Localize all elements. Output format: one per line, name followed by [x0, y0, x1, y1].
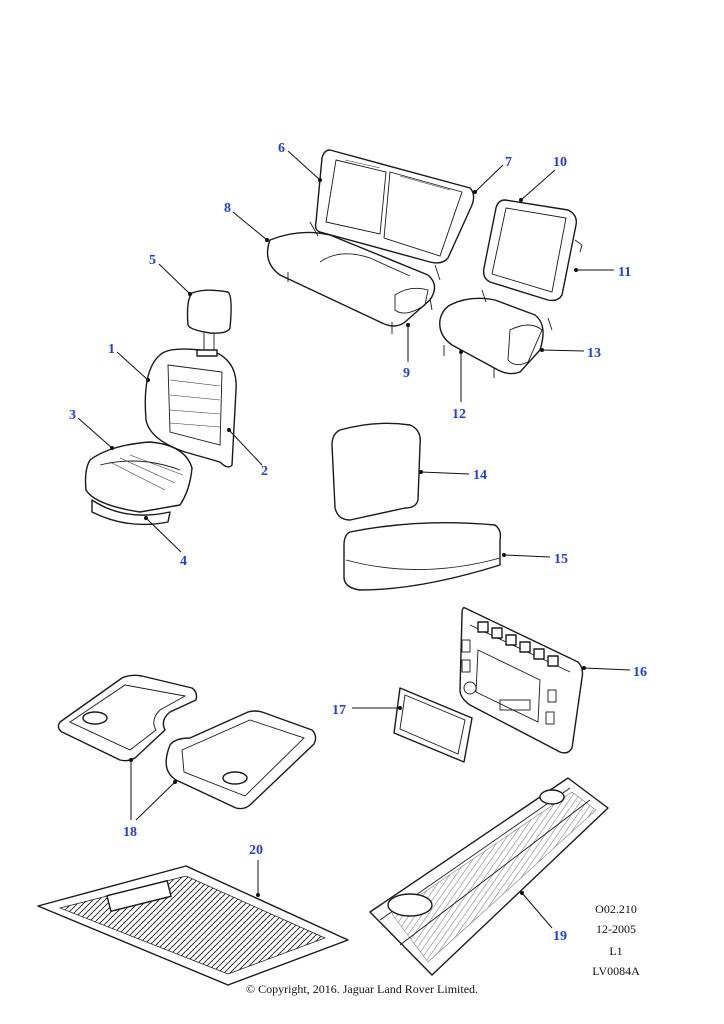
console-surround: [459, 606, 584, 754]
floor-mat-left: [57, 674, 198, 762]
floor-mat-right: [165, 710, 317, 810]
callout-14: 14: [473, 468, 487, 483]
copyright-notice: © Copyright, 2016. Jaguar Land Rover Lim…: [245, 982, 479, 996]
rubber-mat: [37, 865, 349, 986]
squab: [331, 422, 421, 521]
callout-7: 7: [505, 155, 512, 170]
front-seat-cushion: [84, 441, 193, 526]
callout-9: 9: [403, 366, 410, 381]
bezel: [393, 687, 473, 763]
callout-2: 2: [261, 464, 268, 479]
leader-lines: [77, 150, 631, 929]
reference-date: 12-2005: [596, 922, 636, 936]
loadspace-mat: [369, 777, 609, 976]
callout-15: 15: [554, 552, 568, 567]
rear-single-cushion: [439, 289, 553, 378]
reference-level: L1: [609, 944, 623, 958]
callout-10: 10: [553, 155, 567, 170]
callout-16: 16: [633, 665, 647, 680]
callout-5: 5: [149, 253, 156, 268]
callout-13: 13: [587, 346, 601, 361]
callout-labels: 1 2 3 4 5 6 7 8 9 10 11 12 13 14 15 16 1…: [69, 141, 647, 944]
callout-20: 20: [249, 843, 263, 858]
callout-6: 6: [278, 141, 285, 156]
callout-19: 19: [553, 929, 567, 944]
reference-code: O02.210: [595, 902, 637, 916]
callout-17: 17: [332, 703, 346, 718]
callout-12: 12: [452, 407, 466, 422]
front-headrest: [186, 289, 232, 357]
cushion: [343, 521, 502, 591]
callout-3: 3: [69, 408, 76, 423]
illustration-id: LV0084A: [592, 964, 640, 978]
rear-bench-cushion: [266, 221, 441, 334]
callout-1: 1: [108, 342, 115, 357]
callout-11: 11: [618, 265, 631, 280]
callout-4: 4: [180, 554, 187, 569]
callout-18: 18: [123, 825, 137, 840]
callout-8: 8: [224, 201, 231, 216]
rear-bench-backrest: [314, 149, 475, 264]
rear-single-backrest: [482, 199, 583, 302]
